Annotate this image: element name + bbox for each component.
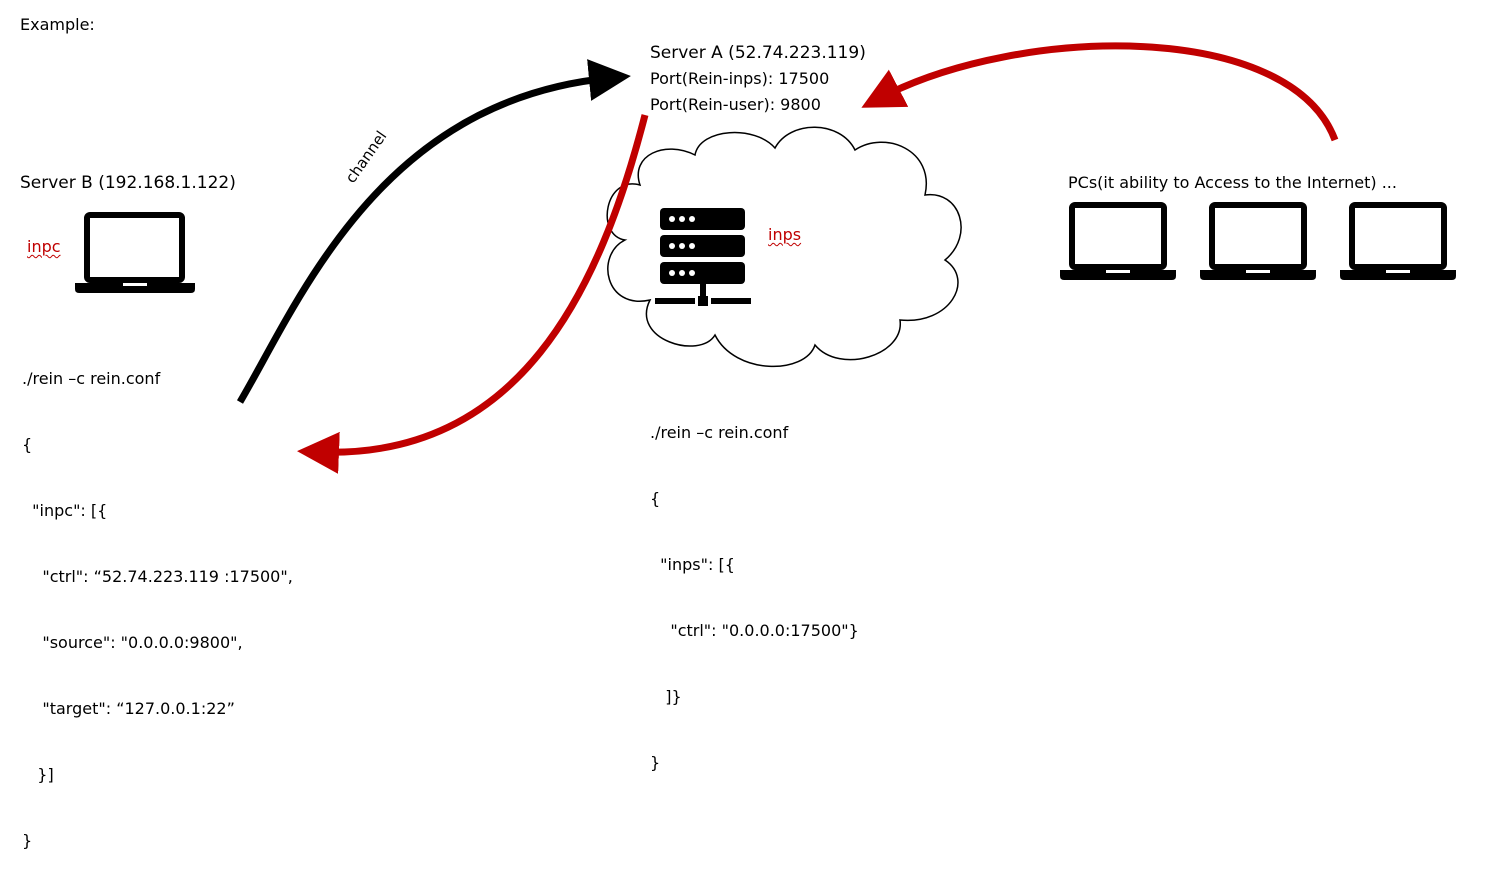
- laptop-icon: [1340, 202, 1456, 280]
- code-line: }: [650, 753, 661, 772]
- server-b-role-label: inpc: [27, 237, 61, 256]
- code-line: ]}: [650, 687, 682, 706]
- user-access-arrow: [861, 42, 1339, 142]
- server-b-title: Server B (192.168.1.122): [20, 173, 236, 193]
- code-line: "source": "0.0.0.0:9800",: [22, 633, 243, 652]
- code-line: {: [650, 489, 661, 508]
- server-rack-icon: [655, 208, 751, 306]
- cloud-role-label: inps: [768, 225, 802, 244]
- code-line: "target": “127.0.0.1:22”: [22, 699, 235, 718]
- cloud-icon: [606, 126, 962, 368]
- laptop-icon: [1060, 202, 1176, 280]
- server-a-port-inps: Port(Rein-inps): 17500: [650, 69, 830, 88]
- laptop-icon: [75, 212, 195, 293]
- code-line: "inps": [{: [650, 555, 735, 574]
- channel-arrow: [236, 59, 631, 404]
- code-line: "ctrl": “52.74.223.119 :17500",: [22, 567, 293, 586]
- code-line: ./rein –c rein.conf: [22, 369, 161, 388]
- diagram-canvas: [75, 42, 1456, 474]
- laptop-icon: [1200, 202, 1316, 280]
- code-line: }]: [22, 765, 54, 784]
- server-b-config: ./rein –c rein.conf { "inpc": [{ "ctrl":…: [22, 324, 293, 874]
- code-line: "ctrl": "0.0.0.0:17500"}: [650, 621, 859, 640]
- server-a-title: Server A (52.74.223.119): [650, 43, 866, 63]
- code-line: {: [22, 435, 33, 454]
- example-label: Example:: [20, 15, 95, 34]
- code-line: ./rein –c rein.conf: [650, 423, 789, 442]
- code-line: }: [22, 831, 33, 850]
- pcs-label: PCs(it ability to Access to the Internet…: [1068, 173, 1397, 192]
- code-line: "inpc": [{: [22, 501, 108, 520]
- forward-arrow: [297, 114, 649, 474]
- server-a-port-user: Port(Rein-user): 9800: [650, 95, 821, 114]
- server-a-config: ./rein –c rein.conf { "inps": [{ "ctrl":…: [650, 378, 859, 796]
